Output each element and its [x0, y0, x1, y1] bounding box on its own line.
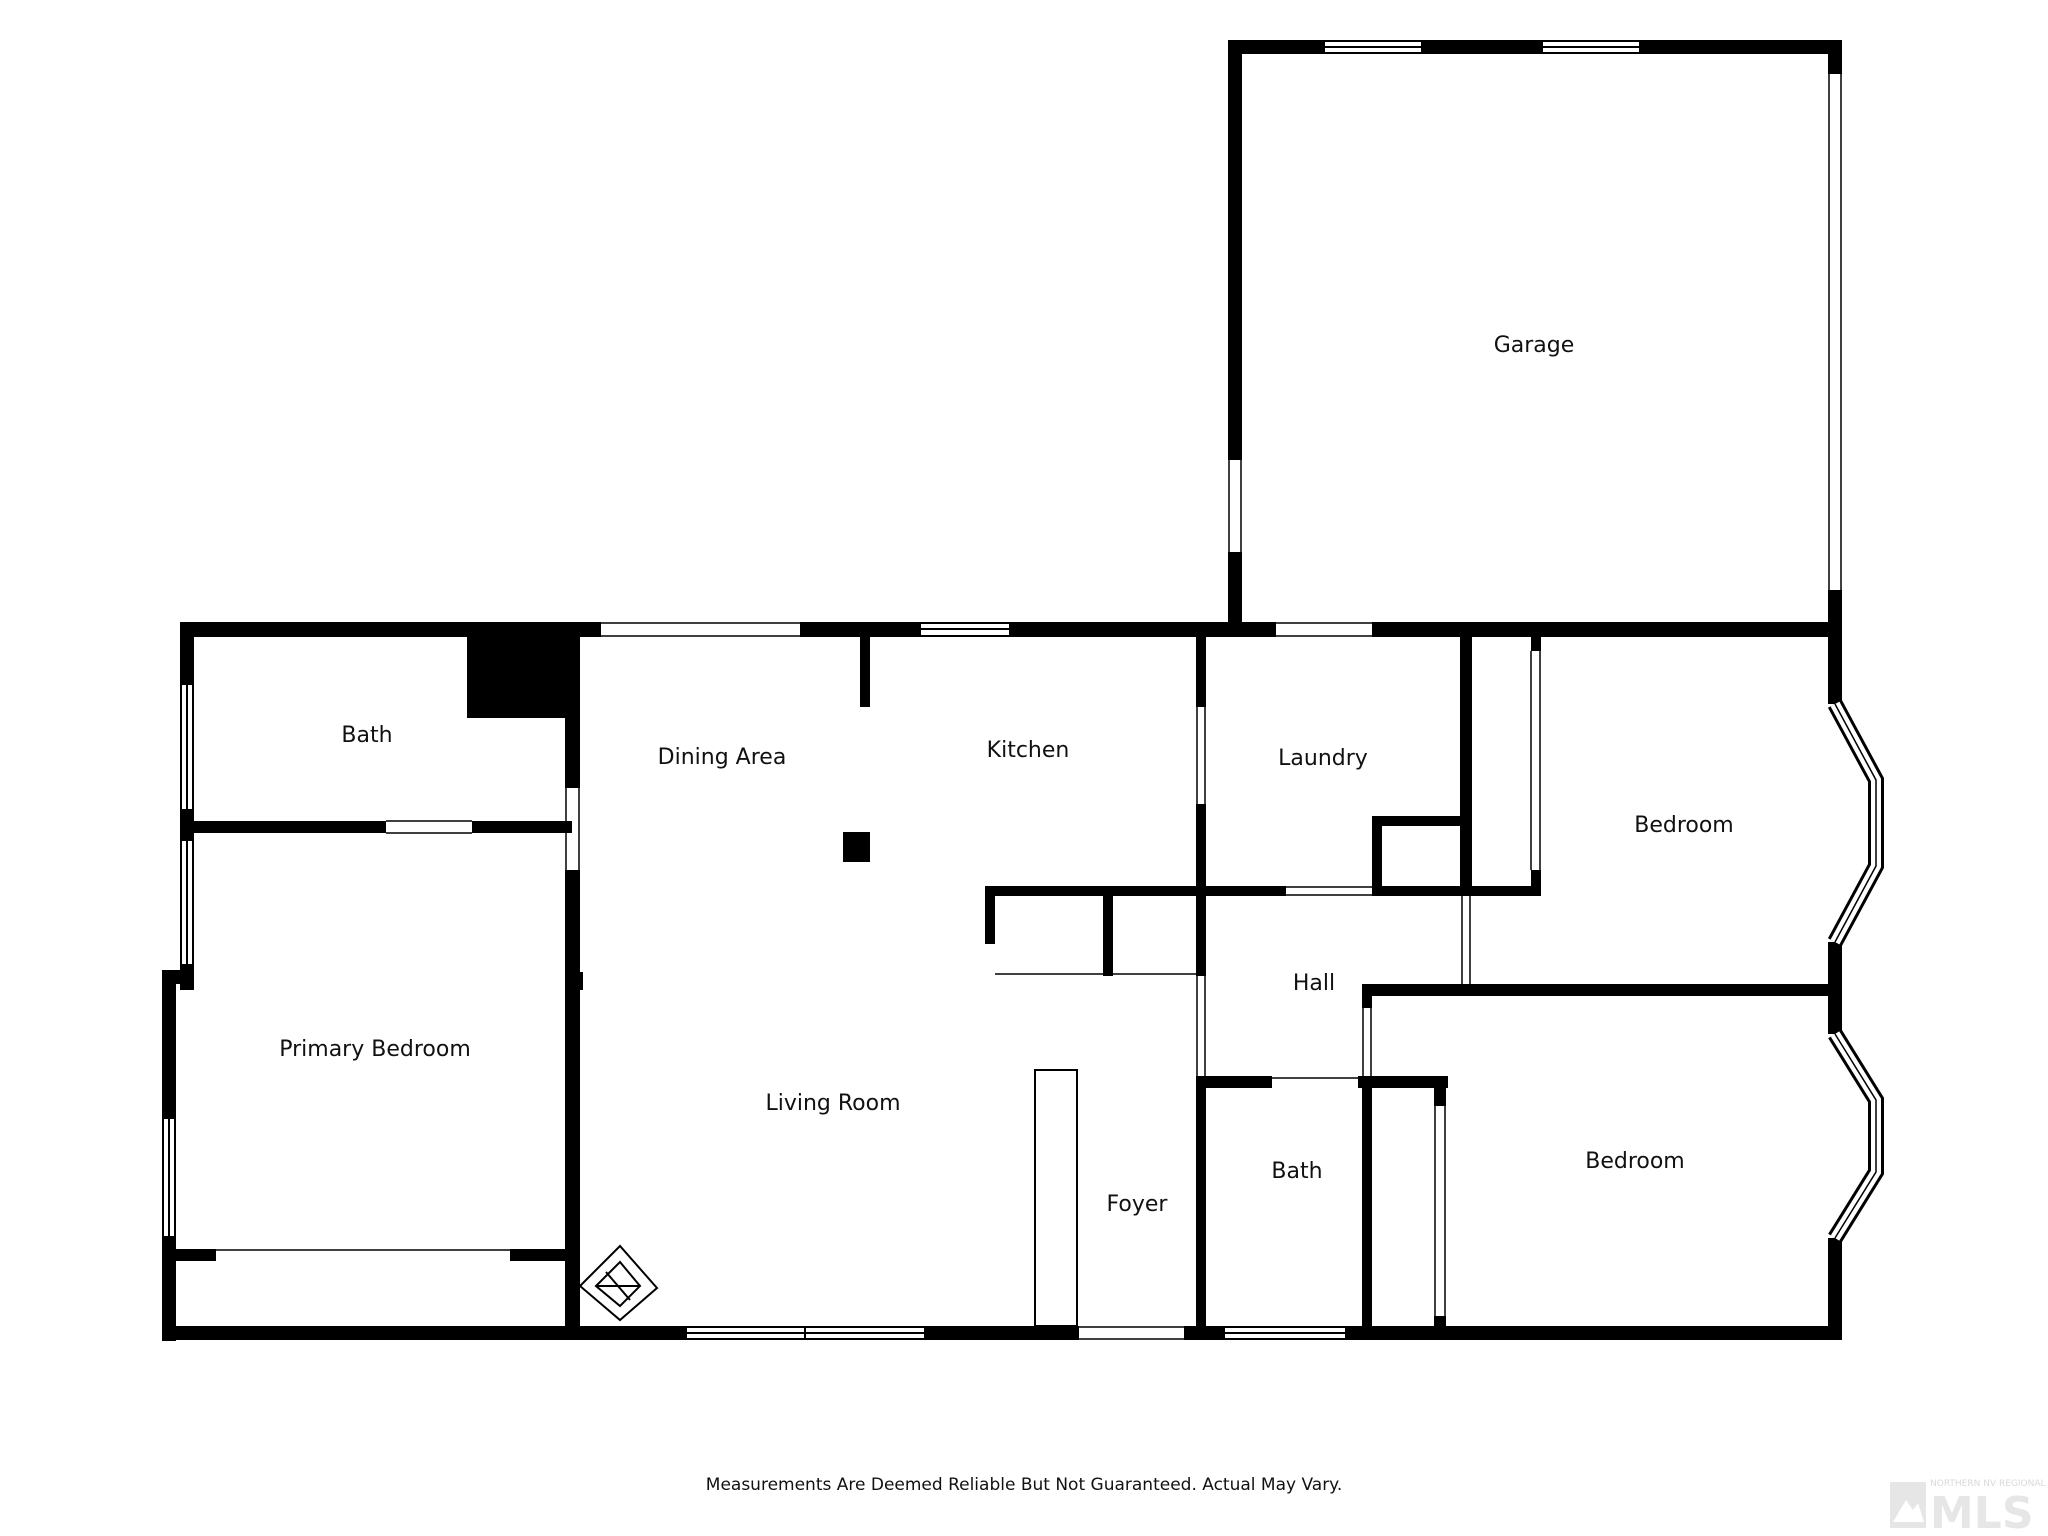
- room-label-primary-bedroom: Primary Bedroom: [279, 1037, 471, 1062]
- room-label-hall: Hall: [1293, 971, 1335, 996]
- mls-logo: NORTHERN NV REGIONAL MLS: [1890, 1479, 2046, 1536]
- bay-windows: [1827, 700, 1884, 1243]
- room-label-bedroom-southeast: Bedroom: [1585, 1149, 1685, 1174]
- room-label-bath-top: Bath: [341, 723, 392, 748]
- room-label-bath-bottom: Bath: [1271, 1159, 1322, 1184]
- logo-text: MLS: [1930, 1488, 2034, 1536]
- disclaimer-text: Measurements Are Deemed Reliable But Not…: [706, 1475, 1342, 1495]
- room-label-kitchen: Kitchen: [987, 738, 1070, 763]
- room-label-garage: Garage: [1494, 333, 1575, 358]
- mountain-icon: [1890, 1482, 1926, 1528]
- room-label-foyer: Foyer: [1107, 1192, 1169, 1217]
- room-label-laundry: Laundry: [1278, 746, 1368, 771]
- room-labels: Garage Bath Dining Area Kitchen Laundry …: [279, 333, 1734, 1217]
- room-label-dining-area: Dining Area: [658, 745, 787, 770]
- walls: [162, 40, 1842, 1341]
- room-label-living-room: Living Room: [765, 1091, 900, 1116]
- logo-tagline: NORTHERN NV REGIONAL: [1930, 1479, 2046, 1489]
- room-label-bedroom-east: Bedroom: [1634, 813, 1734, 838]
- windows: [162, 40, 1641, 1340]
- fixtures: [216, 74, 1842, 1340]
